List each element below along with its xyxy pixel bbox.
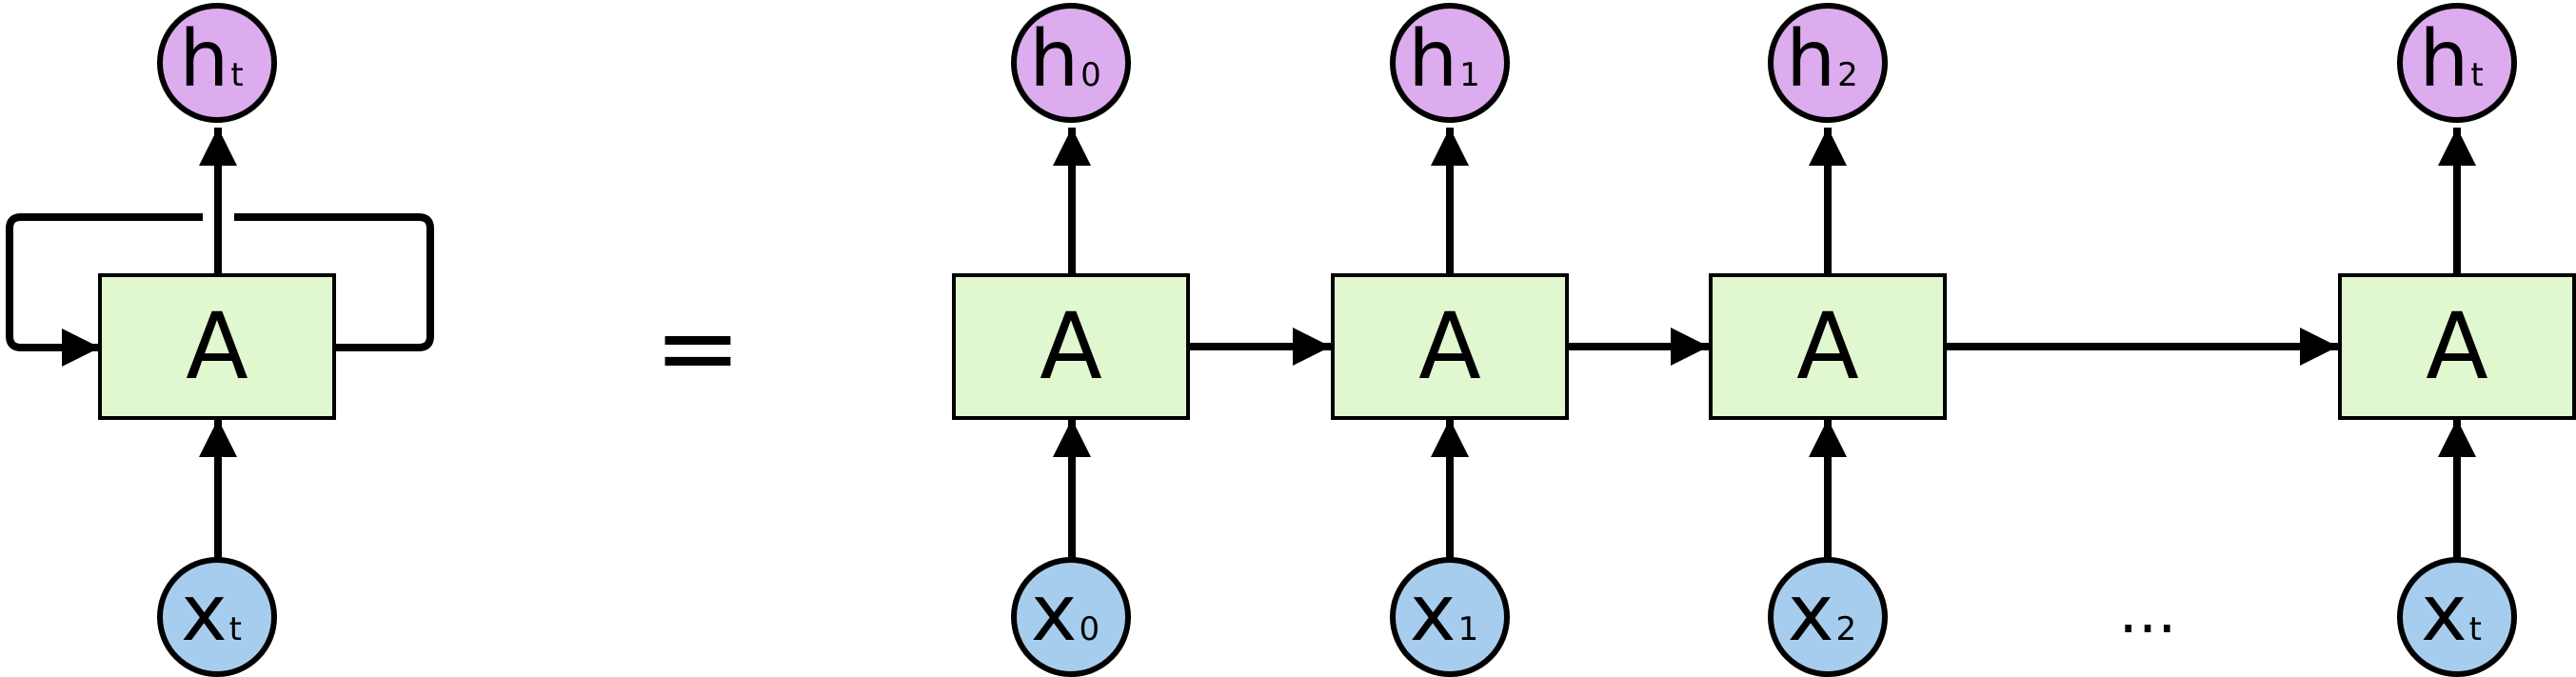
cell-label-1: A <box>1418 293 1481 400</box>
unrolled-step-1: A h1 x1 <box>1331 3 1569 677</box>
equals-sign: = <box>654 287 742 408</box>
cell-box-1 <box>1331 273 1569 420</box>
input-node-0 <box>1011 557 1131 677</box>
recurrent-loop-left <box>6 213 203 367</box>
output-node-t <box>2397 3 2517 123</box>
folded-cell-label: A <box>186 293 248 400</box>
input-label-t: xt <box>2421 568 2482 659</box>
folded-input-label: xt <box>181 568 242 659</box>
input-node-1 <box>1390 557 1510 677</box>
folded-output-label: ht <box>179 14 243 105</box>
ellipsis: ... <box>2118 577 2176 647</box>
folded-cell-box <box>98 273 336 420</box>
output-node-0 <box>1011 3 1131 123</box>
input-node-2 <box>1768 557 1888 677</box>
input-label-2: x2 <box>1788 568 1856 659</box>
output-label-2: h2 <box>1786 14 1858 105</box>
unrolled-step-t: A ht xt <box>2338 3 2576 677</box>
output-label-1: h1 <box>1408 14 1480 105</box>
folded-output-node <box>157 3 277 123</box>
cell-box-2 <box>1709 273 1947 420</box>
cell-label-2: A <box>1796 293 1859 400</box>
cell-box-0 <box>952 273 1190 420</box>
folded-rnn: A ht xt <box>6 3 434 677</box>
input-label-1: x1 <box>1410 568 1478 659</box>
cell-label-t: A <box>2426 293 2488 400</box>
output-label-0: h0 <box>1029 14 1101 105</box>
output-label-t: ht <box>2419 14 2483 105</box>
input-node-t <box>2397 557 2517 677</box>
output-node-2 <box>1768 3 1888 123</box>
cell-label-0: A <box>1040 293 1102 400</box>
output-node-1 <box>1390 3 1510 123</box>
unrolled-step-2: A h2 x2 <box>1709 3 1947 677</box>
folded-input-node <box>157 557 277 677</box>
input-label-0: x0 <box>1031 568 1100 659</box>
cell-box-t <box>2338 273 2576 420</box>
unrolled-step-0: A h0 x0 <box>952 3 1190 677</box>
unrolled-rnn: A h0 x0 A h1 x1 <box>952 3 2576 677</box>
recurrent-loop-right <box>234 213 434 351</box>
